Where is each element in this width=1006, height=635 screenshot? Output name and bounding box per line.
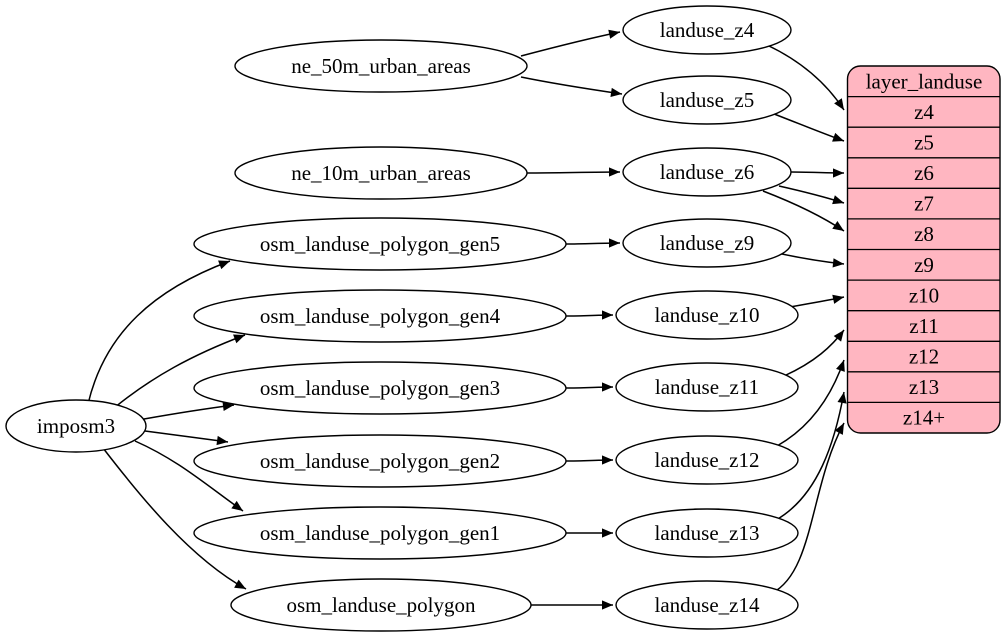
edge-ne10m-landuse-z6 — [526, 167, 621, 177]
table-row-z7: z7 — [914, 192, 934, 216]
node-ellipse-imposm3 — [5, 399, 147, 453]
edge-landuse-z14-row-z14plus — [771, 422, 845, 594]
table-row-z6: z6 — [914, 161, 934, 185]
node-label-imposm3: imposm3 — [37, 414, 115, 438]
table-title: layer_landuse — [866, 70, 983, 94]
edge-imposm3-gen4 — [113, 334, 246, 409]
nodes: imposm3 ne_50m_urban_areas ne_10m_urban_… — [5, 5, 799, 632]
node-label-landuse-z11: landuse_z11 — [655, 375, 759, 399]
node-osm-landuse-polygon-gen4: osm_landuse_polygon_gen4 — [193, 289, 567, 343]
node-osm-landuse-polygon: osm_landuse_polygon — [230, 578, 532, 632]
edge-landuse-z6-row-z6 — [790, 168, 845, 178]
edge-landuse-z12-row-z12 — [776, 359, 845, 447]
node-label-landuse-z9: landuse_z9 — [660, 231, 754, 255]
table-row-z8: z8 — [914, 222, 934, 246]
node-ellipse-landuse-z13 — [615, 508, 799, 558]
node-ellipse-osm-landuse-polygon-gen5 — [193, 217, 567, 271]
table-row-z5: z5 — [914, 131, 934, 155]
node-ellipse-landuse-z14 — [615, 580, 799, 630]
edge-landuse-z6-row-z8 — [762, 190, 845, 232]
edge-gen5-landuse-z9 — [565, 238, 621, 248]
node-label-ne-50m-urban-areas: ne_50m_urban_areas — [291, 54, 471, 78]
edge-imposm3-polygon — [102, 447, 247, 590]
node-landuse-z13: landuse_z13 — [615, 508, 799, 558]
node-ellipse-landuse-z12 — [615, 435, 799, 485]
node-osm-landuse-polygon-gen5: osm_landuse_polygon_gen5 — [193, 217, 567, 271]
node-ne-10m-urban-areas: ne_10m_urban_areas — [234, 146, 528, 200]
node-label-landuse-z5: landuse_z5 — [660, 88, 754, 112]
edge-landuse-z13-row-z13 — [775, 391, 847, 521]
edge-gen3-landuse-z11 — [565, 382, 614, 392]
edge-landuse-z4-row-z4 — [766, 44, 845, 111]
node-label-osm-landuse-polygon-gen2: osm_landuse_polygon_gen2 — [260, 449, 500, 473]
edge-ne50m-landuse-z5 — [520, 76, 623, 97]
table-row-z13: z13 — [909, 375, 939, 399]
node-ellipse-ne-10m-urban-areas — [234, 146, 528, 200]
node-label-osm-landuse-polygon: osm_landuse_polygon — [287, 593, 476, 617]
node-ellipse-osm-landuse-polygon-gen3 — [193, 361, 567, 415]
edge-imposm3-gen1 — [134, 440, 244, 512]
node-label-landuse-z4: landuse_z4 — [660, 18, 755, 42]
node-landuse-z6: landuse_z6 — [622, 147, 792, 197]
node-landuse-z11: landuse_z11 — [615, 362, 799, 412]
edge-gen4-landuse-z10 — [565, 310, 614, 320]
node-ellipse-landuse-z6 — [622, 147, 792, 197]
node-osm-landuse-polygon-gen3: osm_landuse_polygon_gen3 — [193, 361, 567, 415]
node-label-landuse-z12: landuse_z12 — [655, 448, 760, 472]
node-label-landuse-z10: landuse_z10 — [655, 303, 760, 327]
node-osm-landuse-polygon-gen1: osm_landuse_polygon_gen1 — [193, 506, 567, 560]
edge-landuse-z6-row-z7 — [778, 185, 845, 205]
node-osm-landuse-polygon-gen2: osm_landuse_polygon_gen2 — [193, 434, 567, 488]
node-ellipse-landuse-z4 — [622, 5, 792, 55]
node-ellipse-landuse-z9 — [622, 218, 792, 268]
node-label-osm-landuse-polygon-gen4: osm_landuse_polygon_gen4 — [260, 304, 501, 328]
edge-landuse-z11-row-z11 — [783, 329, 845, 377]
node-landuse-z10: landuse_z10 — [615, 290, 799, 340]
node-ellipse-landuse-z5 — [622, 75, 792, 125]
node-ellipse-osm-landuse-polygon-gen4 — [193, 289, 567, 343]
node-landuse-z12: landuse_z12 — [615, 435, 799, 485]
node-label-osm-landuse-polygon-gen3: osm_landuse_polygon_gen3 — [260, 376, 500, 400]
edge-imposm3-gen2 — [144, 430, 229, 446]
edge-landuse-z9-row-z9 — [776, 252, 845, 268]
table-row-z4: z4 — [914, 100, 934, 124]
node-landuse-z14: landuse_z14 — [615, 580, 799, 630]
node-ellipse-osm-landuse-polygon-gen2 — [193, 434, 567, 488]
node-imposm3: imposm3 — [5, 399, 147, 453]
edge-ne50m-landuse-z4 — [520, 29, 621, 57]
table-layer-landuse: layer_landuse z4 z5 z6 z7 z8 z9 z10 z11 … — [846, 65, 1001, 434]
node-label-landuse-z13: landuse_z13 — [655, 521, 760, 545]
node-ellipse-osm-landuse-polygon-gen1 — [193, 506, 567, 560]
table-row-z12: z12 — [909, 345, 939, 369]
node-ellipse-landuse-z11 — [615, 362, 799, 412]
node-ne-50m-urban-areas: ne_50m_urban_areas — [234, 39, 528, 93]
node-landuse-z5: landuse_z5 — [622, 75, 792, 125]
table-row-z11: z11 — [909, 314, 939, 338]
table-row-z10: z10 — [909, 284, 939, 308]
node-landuse-z9: landuse_z9 — [622, 218, 792, 268]
node-label-ne-10m-urban-areas: ne_10m_urban_areas — [291, 161, 471, 185]
table-row-z9: z9 — [914, 253, 934, 277]
edge-landuse-z10-row-z10 — [789, 294, 845, 308]
node-ellipse-ne-50m-urban-areas — [234, 39, 528, 93]
edge-gen2-landuse-z12 — [565, 455, 614, 465]
node-landuse-z4: landuse_z4 — [622, 5, 792, 55]
table-row-z14plus: z14+ — [903, 406, 945, 430]
node-label-osm-landuse-polygon-gen1: osm_landuse_polygon_gen1 — [260, 521, 500, 545]
edge-imposm3-gen3 — [143, 401, 235, 420]
node-ellipse-landuse-z10 — [615, 290, 799, 340]
node-label-landuse-z14: landuse_z14 — [655, 593, 760, 617]
edge-landuse-z5-row-z5 — [768, 111, 845, 142]
node-ellipse-osm-landuse-polygon — [230, 578, 532, 632]
node-label-landuse-z6: landuse_z6 — [660, 160, 754, 184]
edge-imposm3-gen5 — [87, 260, 231, 405]
node-label-osm-landuse-polygon-gen5: osm_landuse_polygon_gen5 — [260, 232, 500, 256]
edges — [87, 29, 847, 610]
